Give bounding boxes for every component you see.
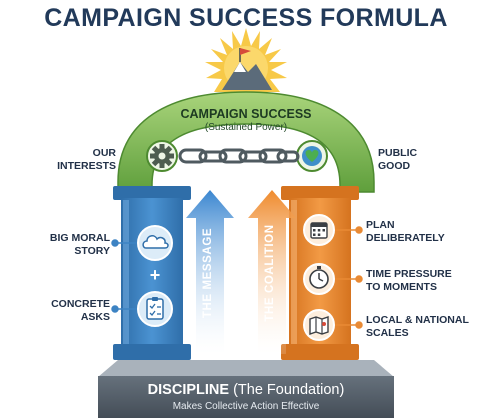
foundation-subword: (The Foundation)	[229, 382, 345, 398]
stopwatch-icon	[303, 263, 335, 295]
arch-title: CAMPAIGN SUCCESS	[180, 107, 312, 121]
chain-icon	[178, 148, 300, 164]
checklist-icon	[137, 291, 173, 327]
discipline-word: DISCIPLINE	[147, 382, 230, 398]
the-message-label: THE MESSAGE	[202, 227, 214, 319]
message-arrow	[186, 190, 234, 354]
coalition-arrow	[248, 190, 296, 354]
foundation-subtitle: Makes Collective Action Effective	[172, 401, 320, 412]
arch-subtitle: (Sustained Power)	[204, 122, 288, 133]
green-arch	[117, 91, 375, 193]
diagram-title: CAMPAIGN SUCCESS FORMULA	[44, 4, 448, 32]
connector-lines	[111, 239, 137, 313]
concrete-asks-label: CONCRETE ASKS	[51, 298, 110, 323]
the-coalition-label: THE COALITION	[264, 224, 276, 322]
foundation-base	[98, 360, 394, 418]
our-interests-label: OUR INTERESTS	[57, 147, 116, 172]
message-pillar	[113, 186, 191, 360]
foundation-title: DISCIPLINE (The Foundation)	[98, 382, 394, 398]
big-moral-story-label: BIG MORAL STORY	[49, 232, 110, 257]
plus-sign: +	[150, 265, 161, 285]
map-icon	[303, 309, 335, 341]
cloud-icon	[137, 225, 173, 261]
time-pressure-label: TIME PRESSURE TO MOMENTS	[366, 268, 452, 293]
public-good-label: PUBLIC GOOD	[378, 147, 418, 172]
gear-icon	[146, 140, 178, 172]
local-national-label: LOCAL & NATIONAL SCALES	[366, 314, 469, 339]
calendar-icon	[303, 214, 335, 246]
heart-globe-icon	[296, 140, 328, 172]
plan-deliberately-label: PLAN DELIBERATELY	[366, 219, 445, 244]
mountain-flag-icon	[222, 48, 272, 90]
connector-lines-right	[335, 226, 363, 329]
